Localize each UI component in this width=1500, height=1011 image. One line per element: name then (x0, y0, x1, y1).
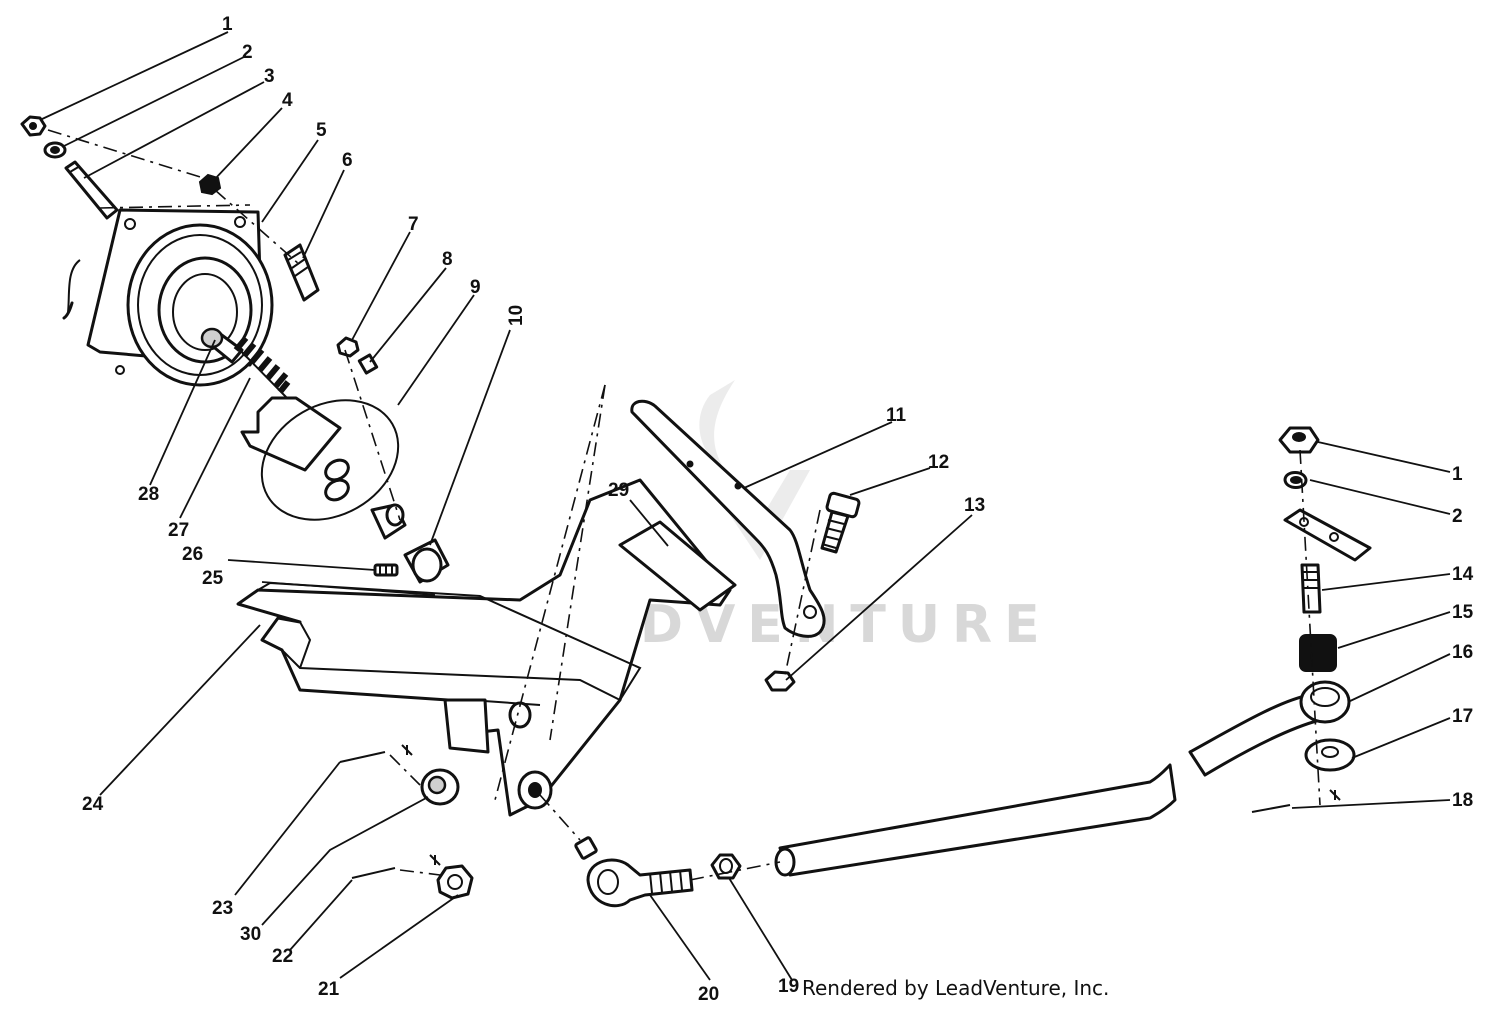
part-nut-21 (436, 864, 474, 900)
part-pin-22 (351, 867, 396, 879)
callout-14: 14 (1452, 564, 1474, 585)
part-control-arm-11 (630, 399, 826, 638)
part-setscrew-26 (373, 563, 399, 577)
part-screw-8 (357, 353, 379, 375)
callout-27: 27 (168, 520, 189, 541)
callout-5: 5 (316, 120, 327, 141)
callout-4: 4 (282, 90, 293, 111)
part-long-rod (774, 763, 1177, 877)
callout-30: 30 (240, 924, 261, 945)
part-bolt-12 (820, 491, 861, 554)
callout-7: 7 (408, 214, 419, 235)
callout-19: 19 (778, 976, 799, 997)
part-washer-top-left (43, 141, 67, 159)
part-clutch-assembly (62, 208, 274, 387)
part-cotter-pin-18 (1251, 804, 1291, 813)
part-pin-23 (339, 751, 386, 763)
part-nut-19 (710, 853, 742, 880)
callout-26: 26 (182, 544, 203, 565)
part-plate-9 (260, 399, 400, 521)
callout-3: 3 (264, 66, 275, 87)
part-nut-7 (336, 336, 360, 358)
callout-24: 24 (82, 794, 104, 815)
callout-22: 22 (272, 946, 293, 967)
callout-labels: 1 2 3 4 5 6 7 8 9 10 11 12 13 1 2 14 15 … (82, 14, 1474, 1005)
part-stud-14 (1300, 563, 1322, 614)
callout-8: 8 (442, 249, 453, 270)
callout-20: 20 (698, 984, 719, 1005)
part-spring-15 (1299, 634, 1337, 672)
assembly-centerlines (47, 129, 1341, 881)
part-bushing-10 (403, 538, 450, 584)
callout-2-top: 2 (242, 42, 253, 63)
callout-12: 12 (928, 452, 949, 473)
part-nut-13 (764, 670, 796, 692)
callout-13: 13 (964, 495, 985, 516)
part-nut-top-left (20, 115, 47, 137)
callout-1-top: 1 (222, 14, 233, 35)
render-credit: Rendered by LeadVenture, Inc. (802, 976, 1110, 1000)
part-rod-end-20 (574, 836, 694, 908)
part-bolt-6 (283, 243, 320, 302)
callout-9: 9 (470, 277, 481, 298)
callout-1-right: 1 (1452, 464, 1463, 485)
part-spring-27 (233, 336, 291, 399)
part-pedal-bracket (236, 478, 737, 817)
callout-18: 18 (1452, 790, 1473, 811)
part-shaft-28 (200, 327, 244, 364)
part-washer-right (1283, 471, 1308, 489)
callout-28: 28 (138, 484, 159, 505)
leader-lines (39, 31, 1451, 981)
part-plate-right (1283, 508, 1372, 562)
part-bracket-27 (240, 396, 342, 472)
callout-29: 29 (608, 480, 629, 501)
part-nut-right (1278, 426, 1320, 454)
callout-15: 15 (1452, 602, 1474, 623)
callout-21: 21 (318, 979, 340, 1000)
callout-16: 16 (1452, 642, 1473, 663)
part-washer-17 (1304, 738, 1356, 772)
callout-11: 11 (886, 405, 907, 426)
callout-6: 6 (342, 150, 353, 171)
part-spacer (370, 503, 407, 540)
part-rod-end-16 (1188, 680, 1351, 777)
callout-23: 23 (212, 898, 233, 919)
callout-25: 25 (202, 568, 224, 589)
callout-10: 10 (506, 305, 527, 326)
part-stud-3 (64, 160, 119, 220)
callout-17: 17 (1452, 706, 1473, 727)
callout-2-right: 2 (1452, 506, 1463, 527)
part-bushing-30 (420, 768, 460, 806)
